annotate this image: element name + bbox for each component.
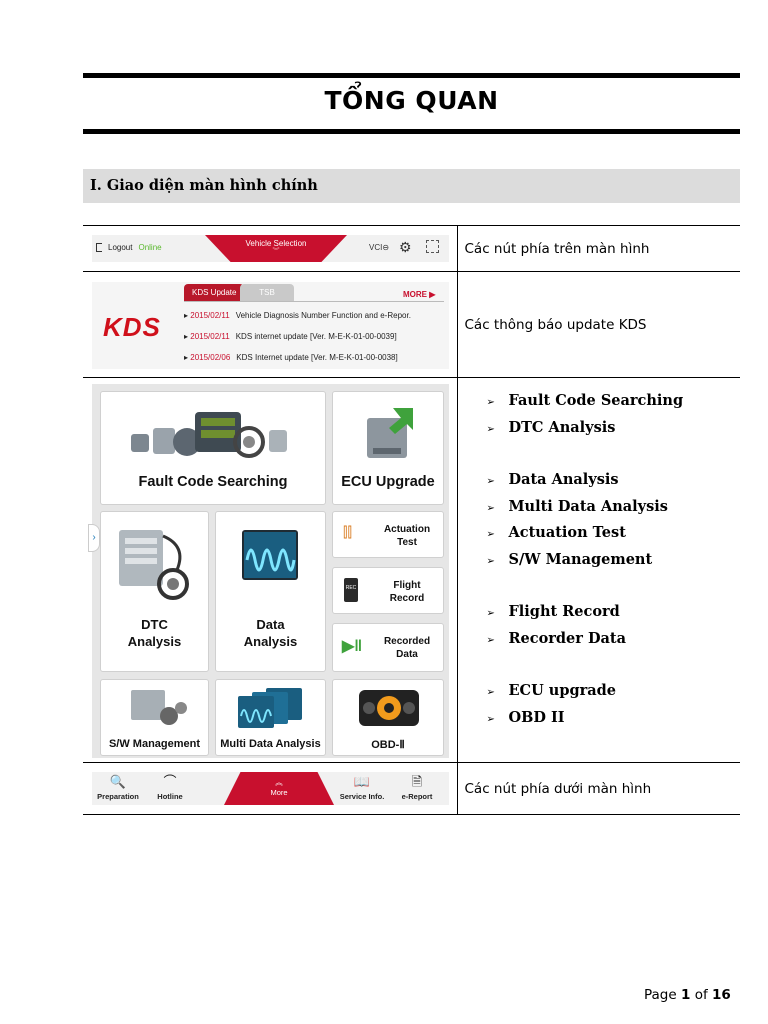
tab-tsb[interactable]: TSB	[240, 284, 294, 301]
feature-bullet-list: ➢Fault Code Searching ➢DTC Analysis ➢Dat…	[465, 388, 734, 731]
more-link[interactable]: MORE ▶	[403, 290, 436, 299]
tab-kds-update[interactable]: KDS Update	[184, 284, 245, 301]
obd-ii-tile[interactable]: OBD-Ⅱ	[332, 679, 444, 756]
list-item: ➢ECU upgrade	[486, 682, 617, 699]
ecu-gears-icon	[131, 690, 187, 725]
fault-code-searching-tile[interactable]: Fault Code Searching	[100, 391, 326, 505]
feature-list-cell: ➢Fault Code Searching ➢DTC Analysis ➢Dat…	[457, 377, 740, 763]
service-info-button[interactable]: 📖Service Info.	[337, 772, 387, 801]
recorded-data-tile[interactable]: ▶‖ Recorded Data	[332, 623, 444, 672]
sw-management-tile[interactable]: S/W Management	[100, 679, 209, 756]
chevron-right-icon[interactable]: ›	[88, 524, 100, 552]
row-desc-bottom: Các nút phía dưới màn hình	[457, 762, 740, 815]
car-outline-icon: ⌒	[163, 774, 177, 789]
ecu-stethoscope-icon	[119, 530, 189, 600]
chevron-up-icon: ︽	[275, 778, 283, 787]
book-icon: 📖	[353, 774, 371, 789]
ecu-upgrade-tile[interactable]: ECU Upgrade	[332, 391, 444, 505]
list-item: ➢Fault Code Searching	[486, 392, 684, 409]
list-item: ➢OBD II	[486, 708, 565, 726]
actuation-icon: ⫿⫿	[343, 524, 352, 540]
car-search-icon: 🔍	[109, 774, 127, 789]
tab-underline	[184, 301, 444, 302]
data-analysis-tile[interactable]: Data Analysis	[215, 511, 326, 672]
logout-icon	[96, 243, 102, 252]
title-rule-bottom	[83, 129, 740, 134]
actuation-test-tile[interactable]: ⫿⫿ Actuation Test	[332, 511, 444, 558]
online-status: Online	[138, 243, 162, 252]
ecu-upgrade-icon	[367, 408, 413, 458]
document-title: TỔNG QUAN	[324, 86, 499, 115]
more-button[interactable]: ︽More	[224, 772, 334, 805]
dashboard-gauge-icon	[359, 690, 419, 726]
main-menu-grid: › Fault Code Searching	[88, 384, 449, 758]
dtc-analysis-tile[interactable]: DTC Analysis	[100, 511, 209, 672]
dtc-analysis-label: DTC Analysis	[127, 617, 182, 649]
page-number: Page 1 of 16	[644, 987, 731, 1003]
rec-device-icon: REC	[344, 578, 358, 602]
section-heading: I. Giao diện màn hình chính	[83, 169, 740, 203]
bottom-bar-screenshot: 🔍Preparation ⌒Hotline ︽More 📖Service Inf…	[83, 762, 458, 815]
row-desc-kds: Các thông báo update KDS	[457, 271, 740, 378]
flight-record-tile[interactable]: REC Flight Record	[332, 567, 444, 614]
multi-waveform-icon	[238, 688, 302, 728]
app-bottom-bar: 🔍Preparation ⌒Hotline ︽More 📖Service Inf…	[92, 772, 449, 805]
fullscreen-icon[interactable]	[426, 240, 439, 253]
list-item: ➢S/W Management	[486, 550, 653, 568]
hotline-button[interactable]: ⌒Hotline	[148, 772, 192, 801]
data-analysis-label: Data Analysis	[243, 617, 298, 649]
kds-logo: KDS	[103, 312, 161, 342]
preparation-button[interactable]: 🔍Preparation	[97, 774, 139, 801]
e-report-button[interactable]: 🗎e-Report	[395, 772, 439, 801]
title-rule-top	[83, 73, 740, 78]
play-pause-icon: ▶‖	[342, 638, 363, 655]
list-item: ➢Multi Data Analysis	[486, 497, 668, 515]
waveform-icon	[242, 530, 298, 580]
vehicle-selection-button[interactable]: Vehicle Selection ︾	[205, 235, 347, 262]
list-item: ➢Actuation Test	[486, 524, 626, 541]
chevron-down-icon: ︾	[272, 248, 280, 255]
vci-status[interactable]: VCI⊖	[369, 243, 390, 252]
main-menu-screenshot: › Fault Code Searching	[83, 377, 458, 763]
multi-data-analysis-tile[interactable]: Multi Data Analysis	[215, 679, 326, 756]
settings-gear-icon[interactable]: ⚙	[399, 239, 412, 255]
list-item: ➢DTC Analysis	[486, 418, 616, 436]
engine-stethoscope-icon	[131, 412, 287, 458]
car-report-icon: 🗎	[411, 774, 423, 789]
list-item: ➢Data Analysis	[486, 471, 619, 488]
list-item: ➢Recorder Data	[486, 629, 627, 647]
list-item: ➢Flight Record	[486, 603, 620, 620]
row-desc-top: Các nút phía trên màn hình	[457, 225, 740, 272]
